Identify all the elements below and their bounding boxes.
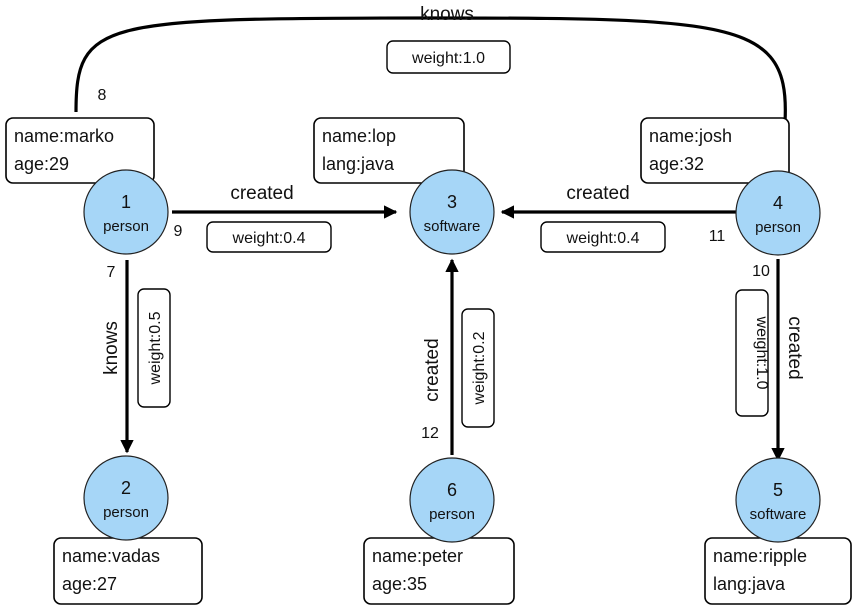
vertex-5-properties: name:ripple lang:java — [704, 537, 852, 605]
vertex-3-circle — [409, 169, 495, 255]
vertex-4-prop-box — [640, 117, 790, 184]
vertex-2-id: 2 — [121, 478, 131, 498]
vertex-4-circle — [735, 170, 821, 256]
vertex-4-properties: name:josh age:32 — [640, 117, 790, 184]
edge-8-id: 8 — [98, 87, 107, 104]
edge-9-label: created — [230, 183, 293, 204]
edge-10-weight: weight:1.0 — [753, 316, 770, 390]
vertex-3-prop-name: name:lop — [322, 126, 396, 146]
edge-11-weight-box — [540, 221, 666, 253]
edge-9-weight: weight:0.4 — [232, 230, 306, 247]
vertex-1-label: person — [103, 218, 149, 235]
vertex-3-id: 3 — [447, 192, 457, 212]
vertex-2-label: person — [103, 504, 149, 521]
edge-10-weight-box — [735, 289, 769, 417]
vertex-6-id: 6 — [447, 480, 457, 500]
vertex-2-properties: name:vadas age:27 — [53, 537, 203, 605]
edge-7-weight: weight:0.5 — [147, 311, 164, 385]
vertex-1: 1 person — [83, 169, 169, 255]
vertex-3-properties: name:lop lang:java — [313, 117, 465, 184]
vertex-5-prop-lang: lang:java — [713, 574, 786, 594]
vertex-6-properties: name:peter age:35 — [363, 537, 515, 605]
vertex-1-id: 1 — [121, 192, 131, 212]
edge-8-label: knows — [420, 4, 474, 25]
vertex-6: 6 person — [409, 457, 495, 543]
vertex-5-id: 5 — [773, 480, 783, 500]
vertex-4: 4 person — [735, 170, 821, 256]
edge-10-label: created — [784, 316, 805, 379]
vertex-4-prop-age: age:32 — [649, 154, 704, 174]
edge-7-id: 7 — [107, 264, 116, 281]
vertex-4-id: 4 — [773, 193, 783, 213]
edge-8-weight-box — [386, 40, 511, 74]
vertex-2-prop-age: age:27 — [62, 574, 117, 594]
edge-12-weight: weight:0.2 — [471, 331, 488, 405]
edge-8-weight: weight:1.0 — [411, 50, 485, 67]
vertex-3-label: software — [424, 218, 481, 235]
edge-9-id: 9 — [174, 223, 183, 240]
vertex-4-label: person — [755, 219, 801, 236]
edge-8-knows: knows 8 weight:1.0 — [74, 4, 789, 172]
vertex-1-circle — [83, 169, 169, 255]
edge-7-weight-box — [137, 288, 171, 408]
vertex-6-prop-name: name:peter — [372, 546, 463, 566]
edge-9-weight-box — [206, 221, 332, 253]
vertex-1-prop-box — [5, 117, 155, 184]
edge-12-weight-box — [461, 308, 495, 428]
edge-11-label: created — [566, 183, 629, 204]
edge-10-id: 10 — [752, 263, 770, 280]
vertex-5-circle — [735, 457, 821, 543]
edge-11-created: created 11 weight:0.4 — [500, 183, 737, 253]
vertex-1-prop-name: name:marko — [14, 126, 114, 146]
vertex-1-properties: name:marko age:29 — [5, 117, 155, 184]
vertex-6-prop-age: age:35 — [372, 574, 427, 594]
edge-11-id: 11 — [709, 228, 726, 245]
edge-12-label: created — [422, 338, 443, 401]
vertex-3-prop-lang: lang:java — [322, 154, 395, 174]
vertex-5: 5 software — [735, 457, 821, 543]
edge-7-knows: 7 knows weight:0.5 — [101, 260, 171, 454]
edge-8-line — [74, 16, 789, 172]
vertex-3: 3 software — [409, 169, 495, 255]
vertex-5-prop-name: name:ripple — [713, 546, 807, 566]
edge-7-label: knows — [101, 321, 122, 375]
edge-11-weight: weight:0.4 — [566, 230, 640, 247]
edge-12-id: 12 — [421, 425, 439, 442]
vertex-2-prop-name: name:vadas — [62, 546, 160, 566]
vertex-2: 2 person — [83, 455, 169, 541]
vertex-4-prop-name: name:josh — [649, 126, 732, 146]
edge-9-created: created 9 weight:0.4 — [172, 183, 398, 253]
vertex-1-prop-age: age:29 — [14, 154, 69, 174]
vertex-2-circle — [83, 455, 169, 541]
vertex-6-circle — [409, 457, 495, 543]
edge-12-created: 12 created weight:0.2 — [421, 258, 495, 455]
vertex-5-label: software — [750, 506, 807, 523]
vertex-3-prop-box — [313, 117, 465, 184]
edge-10-created: 10 weight:1.0 created — [735, 259, 805, 462]
vertex-6-label: person — [429, 506, 475, 523]
